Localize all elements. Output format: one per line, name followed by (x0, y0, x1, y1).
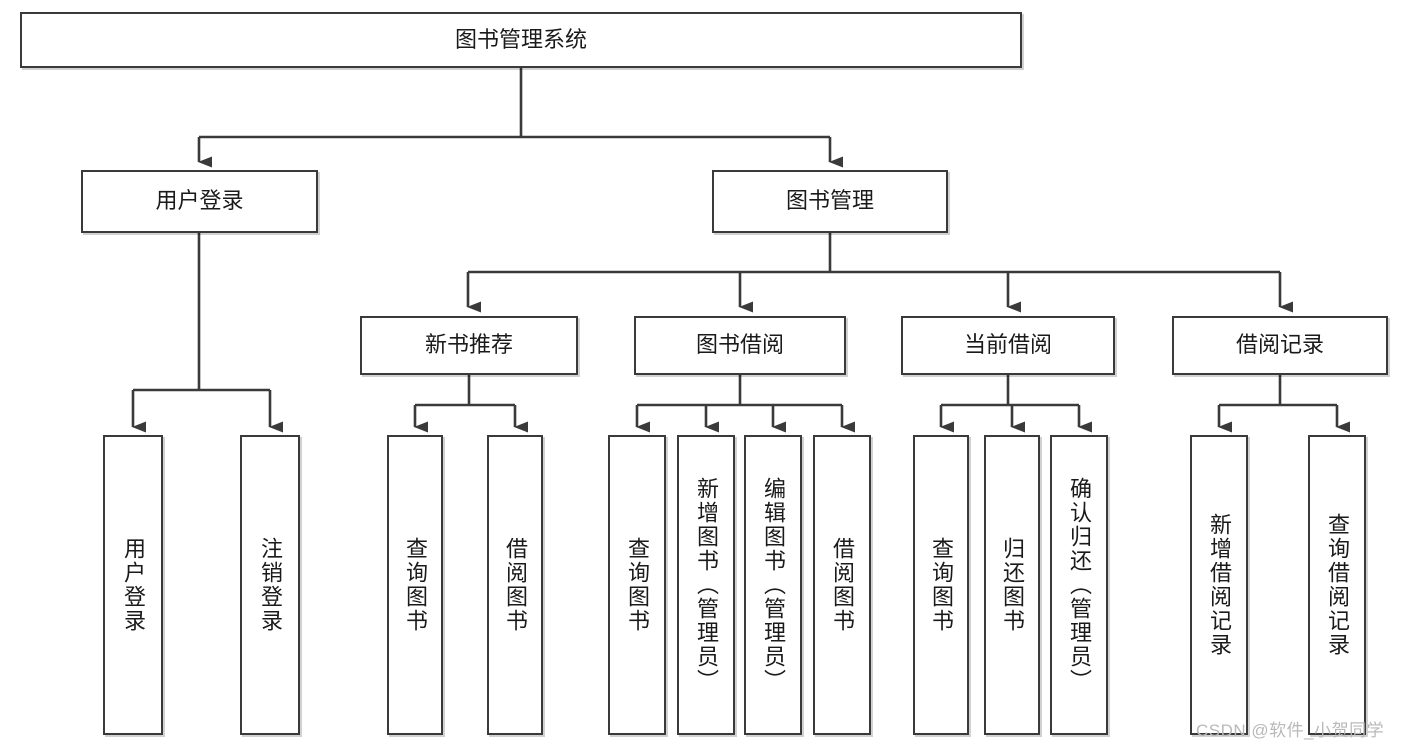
node-leaf-add-book-label: 新增图书（管理员） (694, 477, 719, 693)
node-leaf-confirm-return-label: 确认归还（管理员） (1067, 477, 1092, 693)
node-current-borrow-label: 当前借阅 (963, 332, 1052, 358)
node-leaf-query-record[interactable]: 查询借阅记录 (1308, 435, 1366, 735)
node-leaf-confirm-return[interactable]: 确认归还（管理员） (1050, 435, 1108, 735)
node-leaf-borrow-book-b[interactable]: 借阅图书 (813, 435, 871, 735)
node-new-book-recommend[interactable]: 新书推荐 (360, 316, 578, 375)
node-leaf-edit-book[interactable]: 编辑图书（管理员） (744, 435, 802, 735)
node-current-borrow[interactable]: 当前借阅 (901, 316, 1115, 375)
node-leaf-add-book[interactable]: 新增图书（管理员） (677, 435, 735, 735)
node-borrow-record[interactable]: 借阅记录 (1172, 316, 1388, 375)
node-user-login[interactable]: 用户登录 (81, 170, 318, 233)
node-book-borrow[interactable]: 图书借阅 (634, 316, 846, 375)
node-leaf-borrow-book-a[interactable]: 借阅图书 (487, 435, 543, 735)
node-borrow-record-label: 借阅记录 (1235, 332, 1324, 358)
node-user-login-label: 用户登录 (155, 188, 244, 214)
node-root[interactable]: 图书管理系统 (20, 12, 1022, 68)
node-root-label: 图书管理系统 (454, 26, 587, 52)
node-leaf-add-record-label: 新增借阅记录 (1207, 513, 1232, 657)
node-leaf-borrow-book-a-label: 借阅图书 (503, 537, 528, 633)
node-leaf-edit-book-label: 编辑图书（管理员） (761, 477, 786, 693)
node-leaf-return-book-label: 归还图书 (1000, 537, 1025, 633)
node-leaf-return-book[interactable]: 归还图书 (984, 435, 1040, 735)
node-leaf-add-record[interactable]: 新增借阅记录 (1190, 435, 1248, 735)
node-leaf-query-book-b-label: 查询图书 (625, 537, 650, 633)
node-leaf-query-book-c[interactable]: 查询图书 (913, 435, 969, 735)
node-leaf-query-book-a-label: 查询图书 (403, 537, 428, 633)
node-book-borrow-label: 图书借阅 (695, 332, 784, 358)
node-leaf-borrow-book-b-label: 借阅图书 (830, 537, 855, 633)
node-book-manage-label: 图书管理 (785, 188, 874, 214)
node-leaf-query-book-b[interactable]: 查询图书 (608, 435, 666, 735)
node-leaf-user-login[interactable]: 用户登录 (103, 435, 163, 735)
node-leaf-query-book-a[interactable]: 查询图书 (387, 435, 443, 735)
node-leaf-query-record-label: 查询借阅记录 (1325, 513, 1350, 657)
node-leaf-user-login-label: 用户登录 (121, 537, 146, 633)
node-book-manage[interactable]: 图书管理 (712, 170, 948, 233)
node-leaf-logout-label: 注销登录 (258, 537, 283, 633)
node-leaf-logout[interactable]: 注销登录 (240, 435, 300, 735)
node-leaf-query-book-c-label: 查询图书 (929, 537, 954, 633)
node-new-book-recommend-label: 新书推荐 (424, 332, 513, 358)
